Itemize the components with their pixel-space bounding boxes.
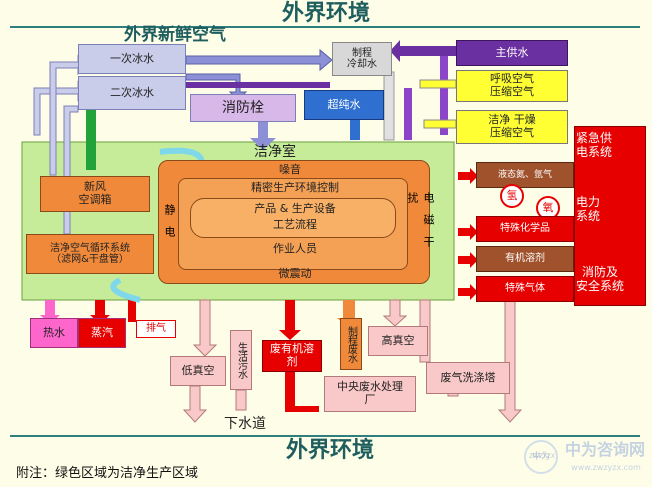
process-wastewater: 制程废水 [340,318,362,370]
domestic-sewage: 生活污水 [230,330,252,390]
recirculation-system: 洁净空气循环系统 （滤网&干盘管） [26,234,154,274]
power-system: 电力 系统 [576,195,601,223]
static-label: 静 电 [163,204,176,236]
fire-safety: 消防及 安全系统 [576,265,625,293]
fire-hydrant: 消防栓 [190,94,296,122]
special-gas: 特殊气体 [476,276,574,302]
ultrapure-water: 超纯水 [304,90,384,120]
organic-solvents: 有机溶剂 [476,246,574,272]
high-vacuum: 高真空 [368,326,428,356]
gas-rack [476,162,574,188]
steam: 蒸汽 [78,318,126,348]
hot-water: 热水 [30,318,78,348]
low-vacuum: 低真空 [170,356,226,386]
gas-nitrogen-label: 液态氮、氩气 [497,169,552,180]
noise-label: 噪音 [279,162,301,176]
fresh-air-unit: 新风 空调箱 [40,176,150,212]
micro-vibration-label: 微震动 [278,266,312,280]
process-cooling-water: 制程 冷却水 [332,42,392,76]
process-flow-label: 工艺流程 [273,217,317,231]
primary-ice-water: 一次冰水 [78,44,186,74]
exhaust: 排气 [136,320,176,338]
clean-dry-compressed-air: 洁净 干燥 压缩空气 [456,110,568,144]
title-bottom: 外界环境 [285,437,374,464]
products-equipment-label: 产品 & 生产设备 [254,201,336,215]
watermark-seal: 中为 [524,440,558,474]
hydrogen-bubble: 氢 [500,184,524,208]
main-water-supply: 主供水 [456,40,568,66]
utility-power-column [574,126,646,306]
breathing-compressed-air: 呼吸空气 压缩空气 [456,70,568,102]
watermark-logo: ZWZYZX [528,452,556,460]
central-wastewater: 中央废水处理 厂 [324,376,416,412]
products-box [190,198,396,238]
watermark-url: www.zwzyzx.com [571,463,641,473]
organic-solvent-waste: 废有机溶 剂 [262,340,322,372]
secondary-ice-water: 二次冰水 [78,76,186,110]
title-top: 外界环境 [281,0,370,27]
fresh-air-label: 外界新鲜空气 [124,25,226,46]
sewer-label: 下水道 [224,415,266,432]
emergency-power: 紧急供 电系统 [576,131,613,159]
special-chemicals: 特殊化学品 [476,216,574,242]
precision-env-label: 精密生产环境控制 [251,180,339,194]
em-interference-label: 电 磁 干 扰 [406,192,435,246]
cleanroom-label: 洁净室 [254,143,296,160]
scrubber: 废气洗涤塔 [426,362,510,394]
workers-label: 作业人员 [273,241,317,255]
footnote: 附注：绿色区域为洁净生产区域 [16,465,199,481]
watermark-text: 中为咨询网 [564,439,645,459]
